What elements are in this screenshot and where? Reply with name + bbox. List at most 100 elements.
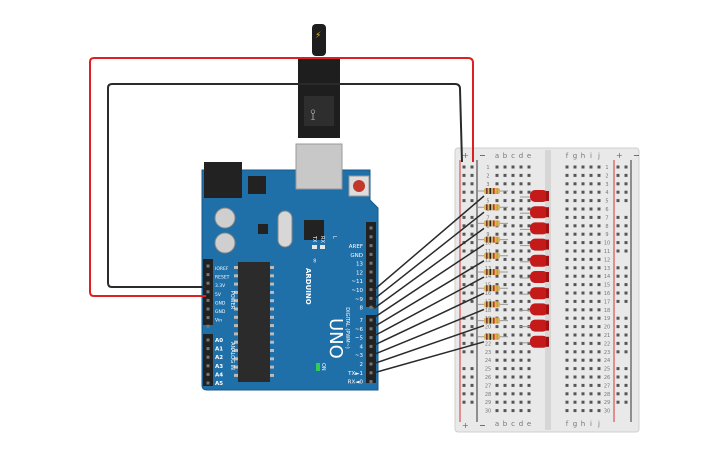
row-label: 9 bbox=[605, 232, 608, 238]
signal-wire[interactable] bbox=[373, 195, 485, 291]
signal-wire[interactable] bbox=[373, 341, 485, 374]
signal-wire[interactable] bbox=[373, 292, 485, 346]
row-label: 21 bbox=[604, 333, 610, 339]
led[interactable] bbox=[520, 271, 549, 283]
resistor[interactable] bbox=[478, 252, 508, 259]
row-label: 7 bbox=[605, 215, 608, 221]
digital-pin-label: AREF bbox=[349, 244, 363, 250]
row-label: 10 bbox=[604, 241, 610, 247]
analog-pin-label: A4 bbox=[215, 372, 223, 378]
column-label: j bbox=[597, 420, 600, 428]
resistors[interactable] bbox=[478, 188, 508, 340]
digital-pin-label: ~6 bbox=[355, 327, 364, 333]
row-label: 6 bbox=[605, 207, 608, 213]
signal-wire[interactable] bbox=[373, 324, 485, 365]
digital-pin-label: ~9 bbox=[355, 297, 364, 303]
analog-pin-label: A5 bbox=[215, 381, 223, 387]
row-label: 3 bbox=[605, 182, 608, 188]
signal-wire[interactable] bbox=[373, 243, 485, 319]
row-label: 26 bbox=[604, 375, 610, 381]
analog-header bbox=[203, 334, 213, 386]
row-label: 23 bbox=[485, 350, 491, 356]
resistor[interactable] bbox=[478, 333, 508, 340]
usb-icon: ⟟ bbox=[310, 105, 316, 124]
digital-pin-label: ~11 bbox=[351, 279, 363, 285]
power-jack bbox=[204, 162, 242, 198]
signal-wires[interactable] bbox=[373, 195, 485, 374]
power-pin-label: Vin bbox=[215, 318, 222, 324]
row-label: 18 bbox=[485, 308, 491, 314]
column-label: h bbox=[581, 152, 585, 160]
led[interactable] bbox=[520, 222, 549, 235]
led[interactable] bbox=[520, 335, 549, 348]
row-label: 1 bbox=[605, 165, 608, 171]
power-header-label: POWER bbox=[229, 291, 235, 310]
signal-wire[interactable] bbox=[373, 211, 485, 300]
row-label: 2 bbox=[486, 173, 489, 179]
rx-label: RX bbox=[319, 236, 325, 243]
analog-pin-label: A3 bbox=[215, 364, 223, 370]
rail-minus-label-bottom: − bbox=[479, 421, 486, 430]
on-label: ON bbox=[320, 363, 326, 371]
led[interactable] bbox=[520, 254, 549, 267]
l-label: L bbox=[331, 236, 337, 239]
resistor[interactable] bbox=[478, 269, 508, 275]
power-pin-label: 3.3V bbox=[215, 283, 226, 289]
column-label: i bbox=[590, 152, 592, 160]
signal-wire[interactable] bbox=[373, 227, 485, 310]
column-label: d bbox=[519, 152, 523, 160]
led[interactable] bbox=[520, 190, 549, 202]
resistor[interactable] bbox=[478, 236, 508, 243]
reset-button[interactable] bbox=[353, 180, 365, 192]
signal-wire[interactable] bbox=[373, 276, 485, 337]
resistor[interactable] bbox=[478, 220, 508, 227]
row-label: 24 bbox=[485, 358, 491, 364]
row-label: 10 bbox=[485, 241, 491, 247]
column-label: g bbox=[573, 152, 577, 160]
row-label: 25 bbox=[604, 367, 610, 373]
led[interactable] bbox=[520, 287, 549, 300]
led[interactable] bbox=[520, 319, 549, 332]
digital-pin-label: ~10 bbox=[351, 288, 363, 294]
wire-gnd-black[interactable] bbox=[107, 83, 463, 288]
tx-led bbox=[312, 245, 317, 249]
model-text: UNO bbox=[325, 318, 346, 359]
signal-wire[interactable] bbox=[373, 308, 485, 356]
row-label: 23 bbox=[604, 350, 610, 356]
resistor[interactable] bbox=[478, 301, 508, 308]
led[interactable] bbox=[520, 238, 549, 251]
row-label: 8 bbox=[605, 224, 608, 230]
column-label: f bbox=[566, 420, 569, 428]
signal-wire[interactable] bbox=[373, 260, 485, 328]
analog-header-label: ANALOG IN bbox=[229, 342, 235, 370]
resistor[interactable] bbox=[478, 188, 508, 194]
row-label: 20 bbox=[604, 325, 610, 331]
row-label: 13 bbox=[604, 266, 610, 272]
row-label: 27 bbox=[485, 383, 491, 389]
arduino-uno-board[interactable]: ARDUINO UNO ∞ ON TX RX L IOREFRESET3.3V5… bbox=[201, 143, 379, 391]
wire-5v-red[interactable] bbox=[89, 57, 474, 297]
digital-pin-label: GND bbox=[350, 253, 363, 259]
leds[interactable] bbox=[520, 190, 549, 348]
breadboard-holes bbox=[462, 165, 628, 413]
row-label: 27 bbox=[604, 383, 610, 389]
resistor[interactable] bbox=[478, 317, 508, 324]
resistor[interactable] bbox=[478, 285, 508, 292]
usb-cable[interactable]: ⚡ ⟟ bbox=[298, 24, 340, 138]
rail-plus-label: + bbox=[462, 151, 469, 160]
led[interactable] bbox=[520, 206, 549, 219]
analog-pin-label: A0 bbox=[215, 338, 223, 344]
digital-pin-label: 8 bbox=[360, 306, 364, 312]
digital-pin-label: 4 bbox=[360, 344, 364, 350]
column-label: e bbox=[527, 152, 531, 160]
row-label: 14 bbox=[604, 274, 610, 280]
rail-minus-label-right: − bbox=[633, 151, 640, 160]
rail-minus-label: − bbox=[479, 151, 486, 160]
rail-plus-label-bottom: + bbox=[462, 421, 469, 430]
resistor[interactable] bbox=[478, 204, 508, 211]
row-label: 16 bbox=[604, 291, 610, 297]
digital-header-label: DIGITAL (PWM~) bbox=[344, 307, 350, 349]
atmega-chip bbox=[238, 262, 270, 382]
column-label: b bbox=[503, 420, 508, 428]
led[interactable] bbox=[520, 303, 549, 316]
